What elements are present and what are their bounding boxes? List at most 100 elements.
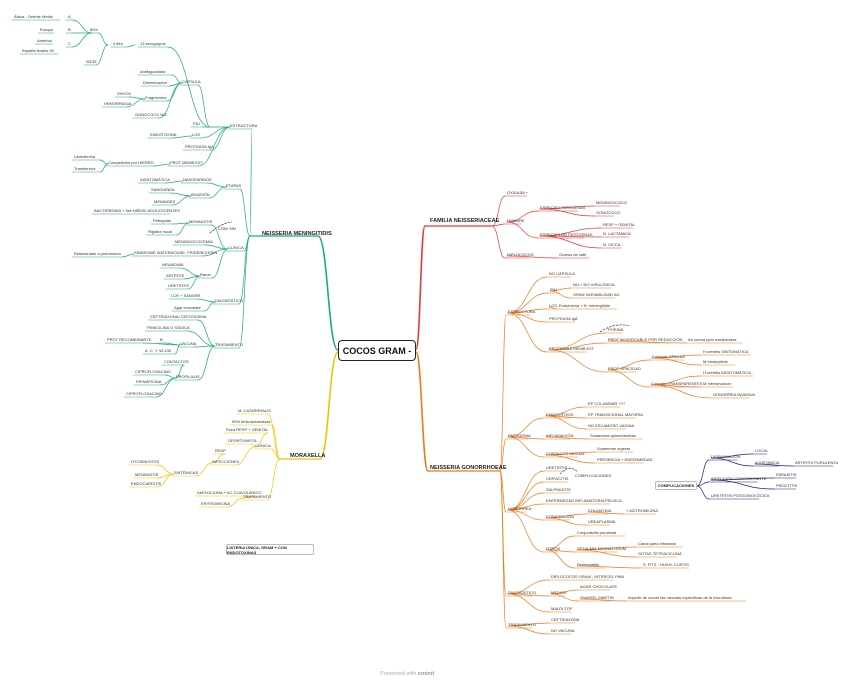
node-no-patogenas[interactable]: ESPECIES NO PATÓGENAS [540,232,593,237]
node-penicilina[interactable]: PENICILINA G SÓDICA [147,325,190,330]
node-sicca[interactable]: N. SICCA [603,242,621,247]
node-concomitante[interactable]: INFECCIÓN CONCOMITANTE [711,476,767,481]
node-proteasa[interactable]: PROTEASA IgA [549,316,578,321]
node-uretritis-post[interactable]: URETRITIS POSGONOCÓCICA [711,493,770,498]
node-m-menstr[interactable]: M menstruación [703,381,731,386]
node-protege[interactable]: Ab contra ppm bactericidas [688,337,736,342]
node-betalact[interactable]: 90% beta-lactamasas [232,419,270,424]
branch-familia[interactable]: FAMILIA NEISSERIACEAE [430,218,500,224]
node-gonococo[interactable]: GONOCOCO [596,210,620,215]
node-presencia[interactable]: PRESENCIA + ENFERMEDAD [597,457,653,462]
node-vacuna[interactable]: VACUNA [180,341,197,346]
node-azitro[interactable]: + AZITROMICINA [626,508,658,513]
node-no-vacuna[interactable]: NO VACUNA [551,628,575,633]
node-acyw[interactable]: A, C, Y, W-135 [145,348,172,353]
node-local[interactable]: LOCAL [755,448,769,453]
node-h-sint[interactable]: H uretritis SINTOMÁTICA [703,349,749,354]
node-bacteriemia[interactable]: BACTERIEMIA + 5ss NIÑOS/ ADOLESCENTES [94,208,180,213]
node-four-plus[interactable]: 4 ffes [113,41,123,46]
node-america[interactable]: América [37,38,52,43]
node-w135[interactable]: W135 [86,59,97,64]
node-endocarditis[interactable]: ENDOCARDITIS [131,481,162,486]
node-conj[interactable]: Conjuntivitis purulenta [577,530,617,535]
node-letter-c[interactable]: C [68,41,71,46]
node-diagnostico[interactable]: DIAGNÓSTICO [215,298,243,303]
node-oxidasa[interactable]: OXIDASA + [507,190,529,195]
node-no-virulencia[interactable]: NO = NO VIRULENCIA [573,282,615,287]
node-prot-memb[interactable]: PROT MEMB EXT [170,160,204,165]
node-raros[interactable]: Raros [200,272,211,277]
node-meningitis[interactable]: MENINGITIS [189,219,213,224]
node-profilaxis[interactable]: PROFILAXIS [176,374,200,379]
node-los[interactable]: LOS [192,132,200,137]
node-catarrhalis[interactable]: M. CATARRHALIS [238,408,271,413]
node-inflamacion[interactable]: INFLAMACIÓN [546,433,573,438]
node-rifampicina[interactable]: RIFAMPICINA [136,379,162,384]
node-ep-trans[interactable]: EP TRANSICIONAL MAYORÍA [588,412,643,417]
node-pili[interactable]: PILI [193,121,200,126]
floating-note[interactable]: LISTERIA ÚNICA, GRAM + CON ENDOTOXINAS [226,544,314,555]
node-petequias[interactable]: Petequias [153,218,171,223]
node-patogenas[interactable]: ESPECIES PATÓGENAS [540,205,586,210]
node-meninges[interactable]: MENINGES [154,199,176,204]
node-africa[interactable]: África - Oriente Medio [14,14,54,19]
branch-gonorrhoeae[interactable]: NEISSERIA GONORRHOEAE [430,465,507,471]
node-ceftriaxona[interactable]: CEFTRIAXONA [551,617,580,622]
node-perihep[interactable]: Perihepatitis [577,562,599,567]
node-gonococo[interactable]: GONOCOCO NO [135,112,166,117]
node-prot-modif[interactable]: PROT MODIFICABLE POR REDUCCIÓN [608,337,682,342]
node-pct[interactable]: 80% [90,27,98,32]
node-clinica[interactable]: CLÍNICA [228,245,244,250]
node-lcr-sangre[interactable]: LCR + SANGRE [171,293,201,298]
node-a-distancia[interactable]: A DISTANCIA [755,460,780,465]
node-antifago[interactable]: Antifagocitaria [140,69,166,74]
node-otitis[interactable]: OTOSINUSITIS [131,459,159,464]
node-invasion[interactable]: INVASIÓN [191,192,210,197]
node-tratamiento[interactable]: TRATAMIENTO [215,342,243,347]
node-flora[interactable]: Flora RESP + GENITAL [226,427,269,432]
node-medios[interactable]: MEDIOS [551,590,567,595]
node-espana[interactable]: España finales 90 [22,48,55,53]
node-parasitis[interactable]: PARASITIS [776,472,797,477]
node-clinica[interactable]: CLÍNICA [255,443,271,448]
node-meningococemia[interactable]: MENINGOCOCEMIA [175,239,213,244]
node-epi[interactable]: ENFERMEDAD INFLAMATORIA PÉLVICA [546,498,622,503]
node-endotoxina[interactable]: Endotoxina + N. meningitidis [559,303,610,308]
node-los[interactable]: LOS [549,303,557,308]
node-tratamiento[interactable]: TRATAMIENTO [243,494,271,499]
node-oportunista[interactable]: OPORTUNISTA [228,438,257,443]
node-sol-ingesta[interactable]: Solamente ingesta [597,446,631,451]
node-diseminacion[interactable]: DISEMINACIÓN [711,454,740,459]
node-neumonia[interactable]: NEUMONÍA [162,262,184,267]
node-meningococo[interactable]: MENINGOCOCO [596,200,627,205]
node-sanguinea[interactable]: SANGUÍNEA [151,187,175,192]
node-patogenia[interactable]: PATOGENIA [508,433,531,438]
node-proteasa[interactable]: PROTEASA IgA [185,144,214,149]
node-contactos[interactable]: CONTACTOS [164,359,189,364]
node-letter-a[interactable]: A [68,14,71,19]
node-rigidez[interactable]: Rigidez nucal [148,229,172,234]
node-eritromicina[interactable]: ERITROMICINA [201,501,230,506]
node-prot-recomb[interactable]: PROT RECOMBINANTE [107,337,152,342]
node-capsula[interactable]: CÁPSULA [182,79,201,84]
node-aglut[interactable]: Agar chocolate [174,305,201,310]
node-letter-b[interactable]: B [68,27,71,32]
node-hombre[interactable]: HOMBRE [507,218,525,223]
node-colonias-opacas[interactable]: Colonias OPACAS [652,354,685,359]
node-agar[interactable]: AGAR CHOCOLATE [580,584,617,589]
node-no-esc[interactable]: NO ESCAMOSO VAGINA [588,423,634,428]
node-ureaplasma[interactable]: UREAPLASMA [588,519,616,524]
node-gonorrea[interactable]: GONORREA [508,506,532,511]
node-canal[interactable]: Canal parto infectado [638,541,677,546]
node-resp[interactable]: RESP [215,448,226,453]
node-amoxi[interactable]: AMOXICILINA + AC CLAVULÁNICO [197,490,262,495]
node-diplococos[interactable]: DIPLOCOCOS [507,252,534,257]
node-proctitis[interactable]: PROCTITIS [776,483,798,488]
node-artritis[interactable]: ARTRITIS PURULENTA [795,460,839,465]
node-estructura[interactable]: ESTRUCTURA [230,123,258,128]
node-gran-var[interactable]: GRAN VARIABILIDAD AG [573,292,620,297]
node-gon-inv[interactable]: GONORREA INVASIVA [713,392,755,397]
node-lactoferrina[interactable]: Lactoferrina [74,154,96,159]
node-tratamiento[interactable]: TRATAMIENTO [508,622,536,627]
node-shock[interactable]: SHOCK [117,91,132,96]
